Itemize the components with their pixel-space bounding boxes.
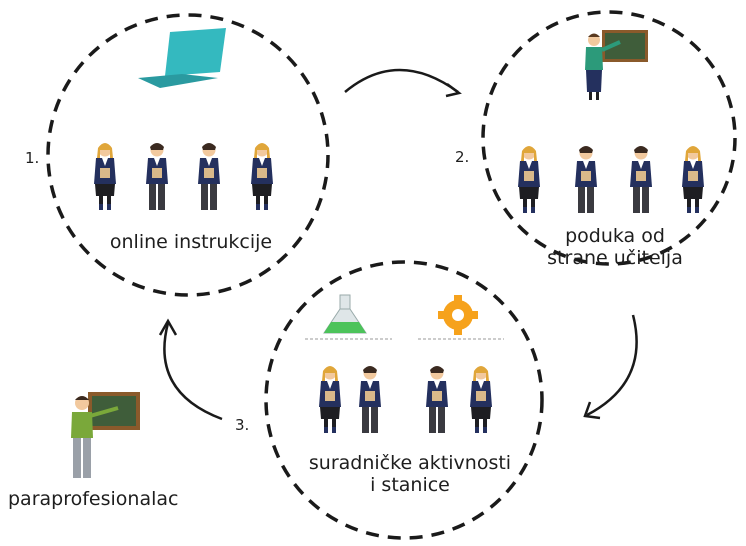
laptop-icon bbox=[138, 28, 226, 88]
step-1-dashed-circle bbox=[46, 13, 330, 297]
student-figure bbox=[575, 146, 597, 213]
step-2-label-line1: poduka od bbox=[565, 225, 665, 247]
student-figure bbox=[359, 366, 381, 433]
student-figure bbox=[470, 366, 492, 433]
student-figure bbox=[251, 143, 273, 210]
student-figure bbox=[94, 143, 116, 210]
student-figure bbox=[682, 146, 704, 213]
step-2-label-line2: strane učitelja bbox=[547, 247, 683, 269]
student-figure bbox=[319, 366, 341, 433]
arrow-step3-to-step1 bbox=[158, 318, 223, 421]
paraprofessional-at-board-icon bbox=[71, 392, 140, 478]
step-2-students bbox=[518, 146, 704, 213]
student-figure bbox=[630, 146, 652, 213]
step-3-number: 3. bbox=[235, 416, 250, 434]
student-figure bbox=[198, 143, 220, 210]
step-3-label-line2: i stanice bbox=[370, 474, 450, 496]
student-figure bbox=[518, 146, 540, 213]
arrow-step1-to-step2 bbox=[344, 68, 462, 98]
step-2-number: 2. bbox=[455, 148, 470, 166]
student-figure bbox=[146, 143, 168, 210]
step-3-students bbox=[319, 366, 492, 433]
step-2-dashed-circle bbox=[481, 10, 737, 266]
teacher-at-board-icon bbox=[583, 28, 650, 102]
step-3-dashed-circle bbox=[264, 260, 544, 540]
gear-icon bbox=[438, 295, 478, 335]
student-figure bbox=[426, 366, 448, 433]
arrow-step2-to-step3 bbox=[583, 314, 638, 420]
step-1-number: 1. bbox=[25, 149, 40, 167]
flask-icon bbox=[323, 294, 367, 334]
paraprofessional-label: paraprofesionalac bbox=[8, 488, 179, 510]
step-1-label: online instrukcije bbox=[109, 231, 273, 253]
step-3-label-line1: suradničke aktivnosti bbox=[308, 452, 512, 474]
step-1-students bbox=[94, 143, 273, 210]
